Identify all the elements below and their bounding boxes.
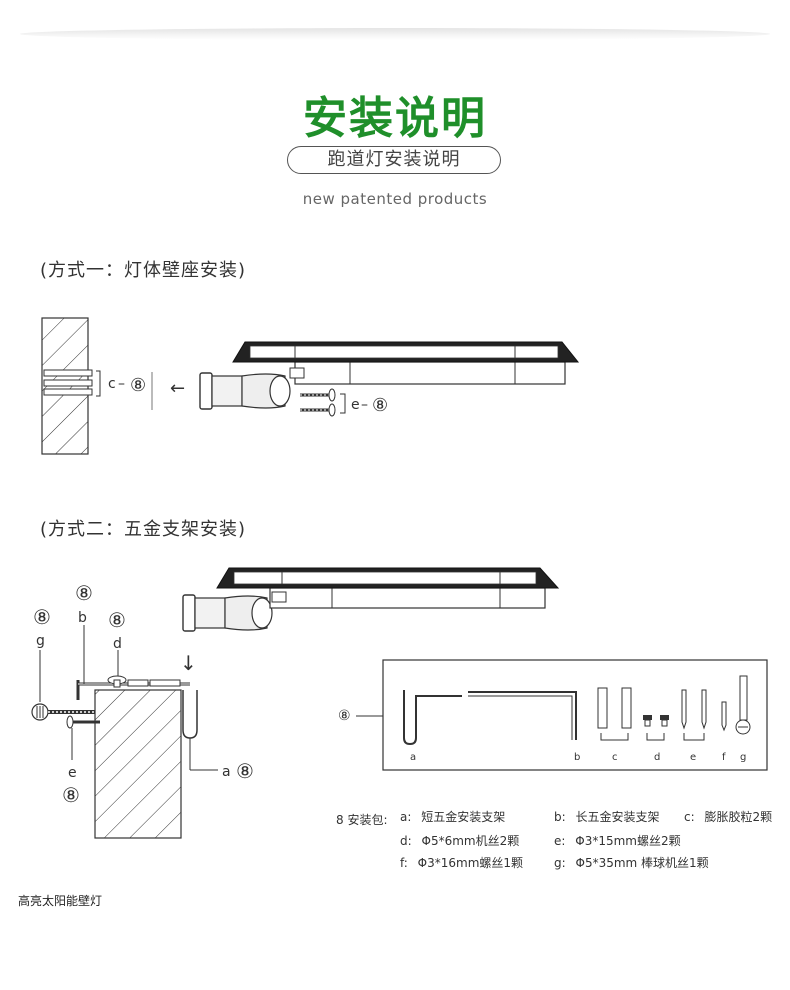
parts-label-a: a <box>410 752 416 763</box>
footer-caption: 高亮太阳能壁灯 <box>18 894 103 908</box>
pack-marker-c-1: ⑧ <box>130 375 146 396</box>
parts-box-marker: ⑧ <box>338 708 351 724</box>
wall-anchors-1 <box>43 369 93 396</box>
callout-e-1: e <box>351 397 360 413</box>
callout-d-2: d <box>113 636 122 652</box>
wall-2 <box>94 689 182 839</box>
legend-item-d: d: Φ5*6mm机丝2颗 <box>400 834 520 848</box>
pack-marker-a-2: ⑧ <box>236 759 254 783</box>
pack-marker-b-2: ⑧ <box>75 581 93 605</box>
legend-item-b: b: 长五金安装支架 <box>554 810 660 824</box>
svg-text:–: – <box>118 376 125 392</box>
legend-header: 8 安装包: <box>336 813 388 827</box>
down-arrow-icon: ↓ <box>180 651 197 675</box>
bolt-g-2 <box>31 703 95 721</box>
legend-item-a: a: 短五金安装支架 <box>400 810 506 824</box>
method-1-label: (方式一：灯体壁座安装) <box>40 260 247 281</box>
parts-label-b: b <box>574 752 580 763</box>
callout-e-2: e <box>68 765 77 781</box>
pack-marker-e-2: ⑧ <box>62 783 80 807</box>
callout-g-2: g <box>36 633 45 649</box>
screws-e-1 <box>300 388 336 417</box>
parts-label-d: d <box>654 752 660 763</box>
street-light-1 <box>199 341 580 410</box>
parts-label-e: e <box>690 752 696 763</box>
pack-marker-g-2: ⑧ <box>33 605 51 629</box>
callout-a-2: a <box>222 764 231 780</box>
method-1-diagram: c – ⑧ ← <box>41 317 580 455</box>
legend-item-g: g: Φ5*35mm 棒球机丝1颗 <box>554 856 709 870</box>
page-title: 安装说明 <box>303 93 487 144</box>
pack-marker-d-2: ⑧ <box>108 608 126 632</box>
screw-d-2 <box>107 675 181 688</box>
legend-item-e: e: Φ3*15mm螺丝2颗 <box>554 834 681 848</box>
top-shadow-divider <box>20 28 770 40</box>
legend-item-f: f: Φ3*16mm螺丝1颗 <box>400 856 524 870</box>
method-2-label: (方式二：五金支架安装) <box>40 519 247 540</box>
parts-label-f: f <box>722 752 726 763</box>
parts-label-c: c <box>612 752 618 763</box>
callout-c-1: c <box>108 376 116 392</box>
parts-box: ⑧ a b c d e <box>338 659 768 771</box>
street-light-2 <box>182 567 560 632</box>
parts-label-g: g <box>740 752 746 763</box>
legend-item-c: c: 膨胀胶粒2颗 <box>684 810 773 824</box>
left-arrow-icon: ← <box>170 378 185 399</box>
tagline: new patented products <box>302 190 488 208</box>
svg-text:–: – <box>361 397 368 413</box>
callout-b-2: b <box>78 610 87 626</box>
pack-marker-e-1: ⑧ <box>372 395 388 416</box>
method-2-diagram: ↓ <box>31 567 560 839</box>
page-subtitle: 跑道灯安装说明 <box>287 146 501 174</box>
